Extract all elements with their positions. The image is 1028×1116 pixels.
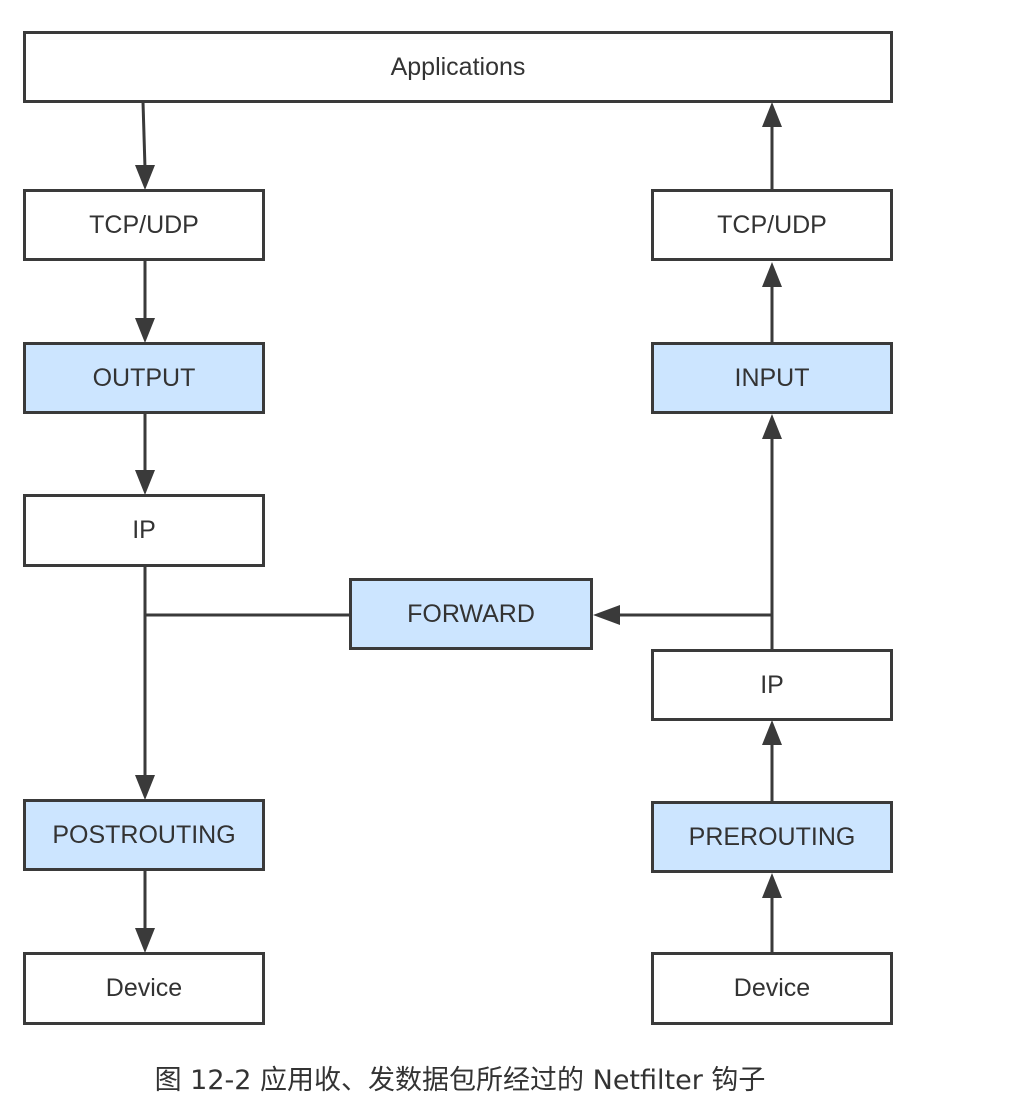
arrowhead-up-ip-in (762, 720, 782, 745)
arrowhead-down-tcpudp-out (135, 165, 155, 190)
node-applications: Applications (23, 31, 893, 103)
node-postrouting-hook: POSTROUTING (23, 799, 265, 871)
node-output-hook: OUTPUT (23, 342, 265, 414)
arrowhead-left-forward (593, 605, 620, 625)
node-forward-hook: FORWARD (349, 578, 593, 650)
node-tcp-udp-receive: TCP/UDP (651, 189, 893, 261)
figure-caption: 图 12-2 应用收、发数据包所经过的 Netfilter 钩子 (154, 1065, 766, 1096)
node-tcp-udp-send: TCP/UDP (23, 189, 265, 261)
arrowhead-down-ip-out (135, 470, 155, 495)
arrowhead-up-input (762, 414, 782, 439)
node-prerouting-hook: PREROUTING (651, 801, 893, 873)
arrowhead-down-output (135, 318, 155, 343)
arrowhead-down-postrouting (135, 775, 155, 800)
node-device-receive: Device (651, 952, 893, 1025)
arrowhead-up-applications (762, 102, 782, 127)
node-input-hook: INPUT (651, 342, 893, 414)
edge-applications-to-tcpudp-out (141, 101, 147, 169)
arrowhead-down-device-out (135, 928, 155, 953)
node-ip-receive: IP (651, 649, 893, 721)
node-ip-send: IP (23, 494, 265, 567)
arrowhead-up-tcpudp-in (762, 262, 782, 287)
arrowhead-up-prerouting (762, 873, 782, 898)
node-device-send: Device (23, 952, 265, 1025)
